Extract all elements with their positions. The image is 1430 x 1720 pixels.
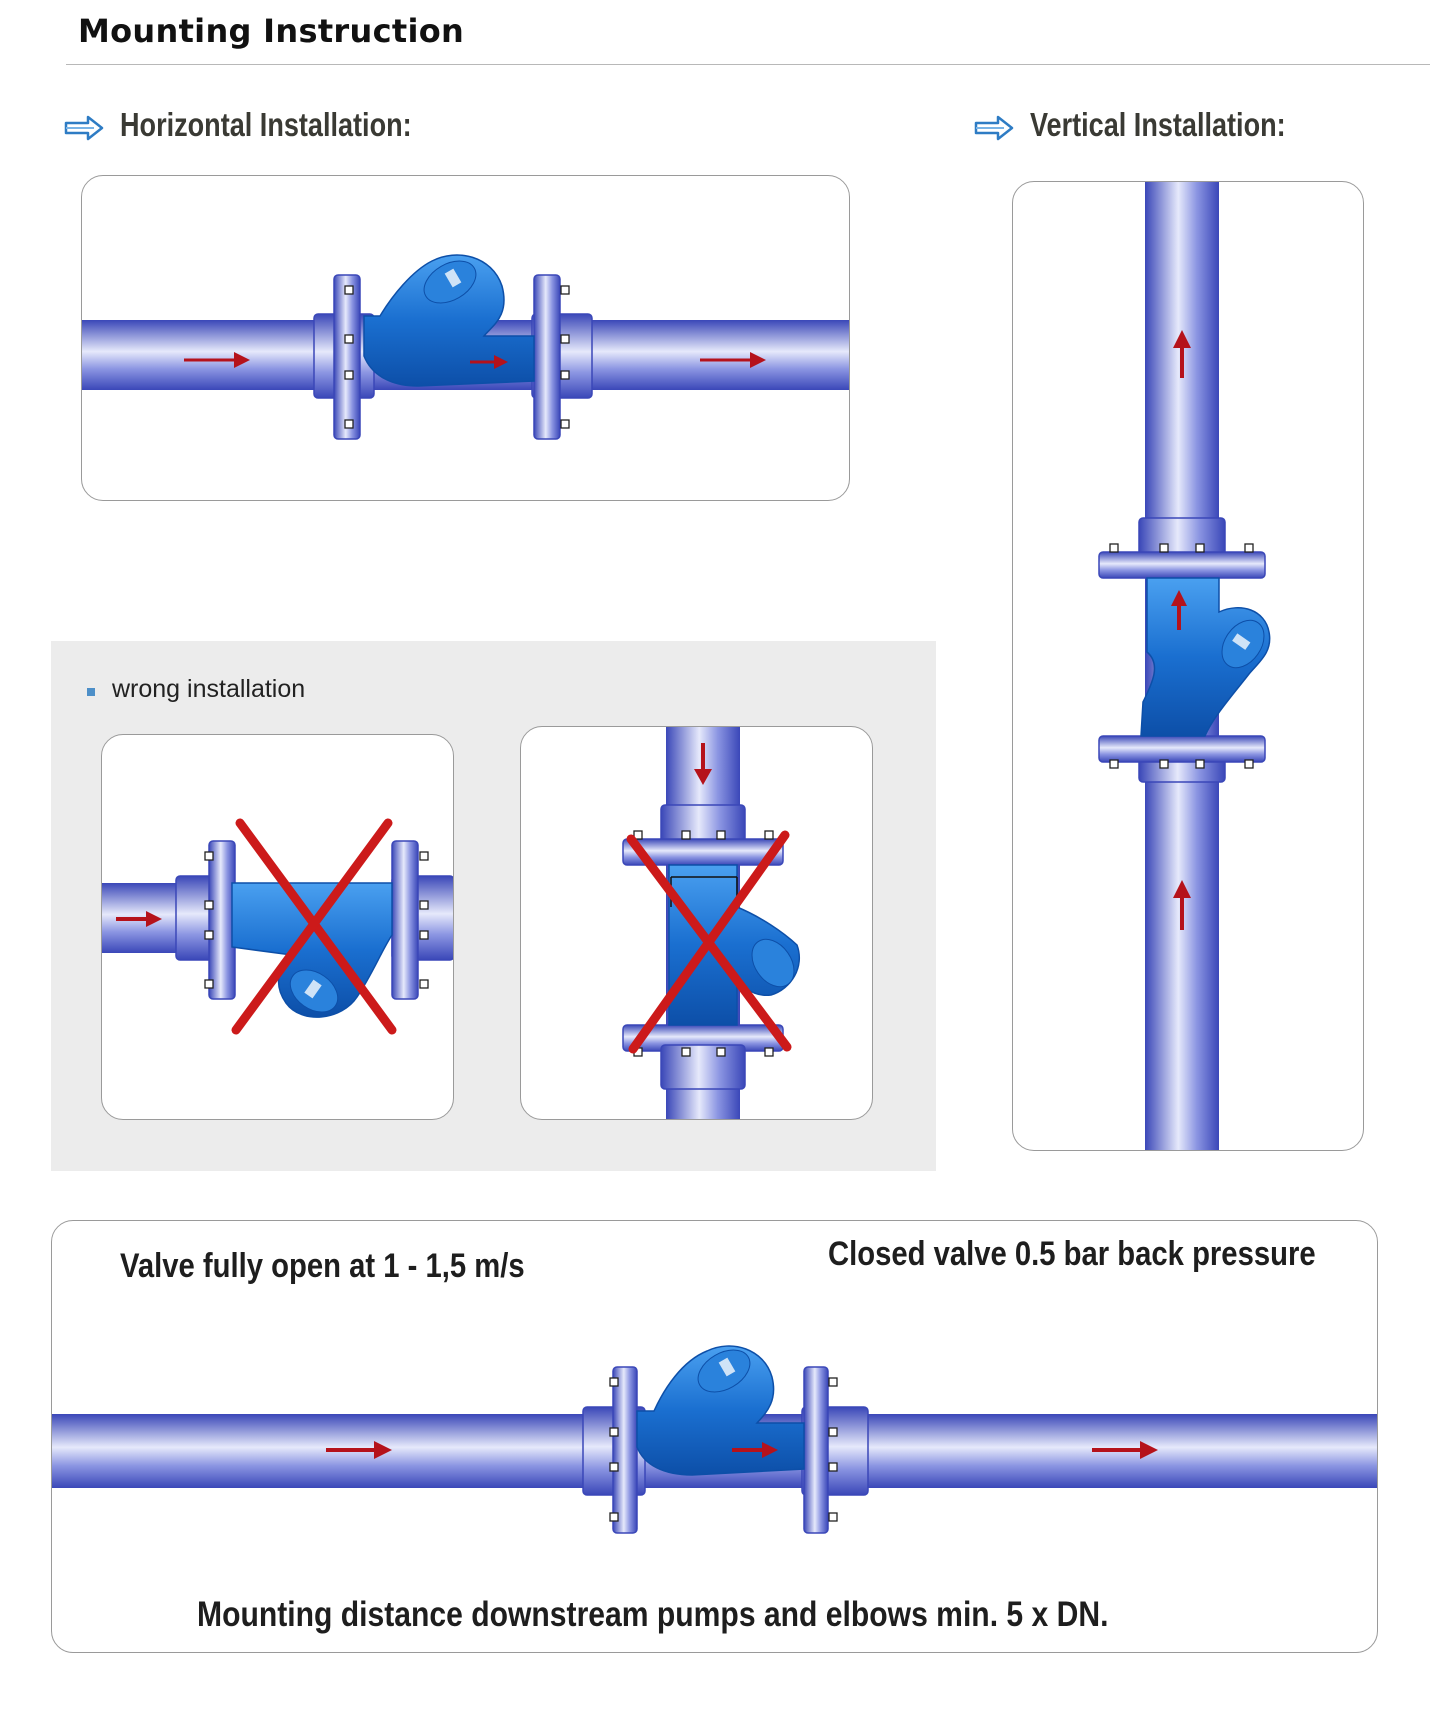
- cross-mark-icon: [626, 830, 792, 1054]
- vertical-installation-heading: Vertical Installation:: [1030, 106, 1286, 143]
- wrong-horizontal-panel: [101, 734, 454, 1120]
- flow-direction-arrows: [1171, 330, 1191, 930]
- page-title: Mounting Instruction: [78, 12, 465, 50]
- check-valve-body: [668, 864, 800, 1026]
- wrong-vertical-panel: [520, 726, 873, 1120]
- horizontal-valve-diagram: [82, 254, 849, 440]
- check-valve-body: [231, 882, 393, 1018]
- closed-valve-text: Closed valve 0.5 bar back pressure: [828, 1235, 1316, 1273]
- operating-conditions-panel: Valve fully open at 1 - 1,5 m/s Closed v…: [51, 1220, 1378, 1653]
- title-divider: [66, 64, 1430, 65]
- flow-arrow-icon: [64, 115, 104, 141]
- flow-direction-arrows: [184, 352, 766, 369]
- flow-direction-arrows: [326, 1441, 1158, 1459]
- flange-bottom: [1098, 735, 1266, 763]
- mounting-distance-text: Mounting distance downstream pumps and e…: [197, 1595, 1109, 1634]
- flange-right: [803, 1366, 829, 1534]
- flange-top: [1098, 551, 1266, 579]
- horizontal-installation-panel: [81, 175, 850, 501]
- valve-open-text: Valve fully open at 1 - 1,5 m/s: [120, 1247, 525, 1285]
- horizontal-installation-heading: Horizontal Installation:: [120, 106, 412, 143]
- flow-arrow-icon: [974, 115, 1014, 141]
- flange-left: [612, 1366, 638, 1534]
- cross-mark-icon: [231, 818, 397, 1035]
- flow-direction-arrows: [116, 911, 162, 927]
- flow-direction-arrows: [694, 743, 712, 785]
- wrong-vertical-diagram: [622, 727, 800, 1119]
- vertical-valve-diagram: [1098, 182, 1271, 1150]
- wrong-installation-label: wrong installation: [112, 675, 306, 703]
- check-valve-body: [363, 254, 535, 387]
- check-valve-body: [636, 1345, 805, 1476]
- wrong-horizontal-diagram: [102, 818, 453, 1035]
- flange-right: [533, 274, 561, 440]
- vertical-installation-panel: [1012, 181, 1364, 1151]
- bullet-icon: [87, 688, 95, 696]
- flange-left: [333, 274, 361, 440]
- check-valve-body: [1140, 577, 1271, 737]
- bottom-valve-diagram: [52, 1345, 1377, 1534]
